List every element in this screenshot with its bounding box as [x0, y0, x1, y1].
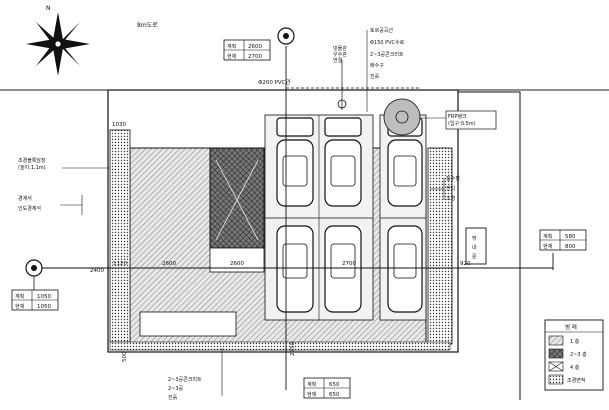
legend-label: 1 층: [570, 338, 580, 345]
svg-text:조경: 조경: [446, 195, 455, 202]
svg-text:조경블록담장 (높이:1.1m): 조경블록담장 (높이:1.1m): [18, 157, 47, 171]
top-right-notes: 토르공곡선 Φ150 PVC수로 2~3공콘크리트 배수구 진흙: [366, 27, 405, 112]
right-notes: 집수정 잔디 조경: [430, 175, 460, 202]
right-height-table: 계획 580 현재 800: [539, 229, 587, 251]
road-label: 8m도로: [137, 22, 158, 29]
car-icon: [276, 117, 314, 207]
svg-text:2~3공콘크리트: 2~3공콘크리트: [168, 376, 202, 383]
svg-text:계획: 계획: [15, 293, 24, 300]
car-icon: [324, 117, 362, 207]
svg-text:2~3공콘크리트: 2~3공콘크리트: [370, 51, 404, 58]
svg-text:현재: 현재: [15, 303, 25, 310]
svg-text:토르공곡선: 토르공곡선: [370, 27, 393, 34]
svg-text:2700: 2700: [248, 54, 262, 60]
dim-left-span: 1120: [113, 261, 127, 267]
svg-text:650: 650: [329, 392, 340, 398]
entrance-area: [139, 311, 237, 337]
bottom-height-table: 계획 650 현재 650: [303, 377, 351, 399]
left-notes: 조경블록담장 (높이:1.1m) 경계석 인도경계석: [18, 157, 110, 215]
svg-text:2600: 2600: [248, 44, 262, 50]
svg-text:Φ150 PVC수로: Φ150 PVC수로: [370, 40, 405, 46]
landscape-strip-bottom: [109, 341, 451, 351]
car-icon: [387, 225, 423, 313]
dim-right-span: 920: [460, 261, 471, 267]
legend: 범 례 1 층 2~3 층 4 층 조경면적: [544, 319, 604, 391]
adjacent-building-label: [465, 227, 487, 265]
svg-text:650: 650: [329, 382, 340, 388]
dim-right-mid: 2700: [342, 261, 356, 267]
dim-left-top: 1030: [112, 122, 126, 128]
legend-swatch-hatch: [548, 335, 564, 346]
svg-text:배수구: 배수구: [370, 62, 384, 69]
svg-text:2~3공: 2~3공: [168, 386, 184, 392]
legend-label: 2~3 층: [570, 351, 587, 358]
svg-text:진흙: 진흙: [370, 73, 380, 80]
svg-text:계획: 계획: [307, 381, 316, 388]
legend-label: 4 층: [570, 364, 580, 371]
svg-text:밖 내 문: 밖 내 문: [472, 235, 478, 260]
car-icon: [324, 225, 362, 313]
svg-text:현재: 현재: [307, 391, 317, 398]
svg-text:집수정: 집수정: [446, 175, 460, 182]
tree-icon: [383, 98, 421, 136]
dim-bottom-mid: 2750: [290, 342, 296, 356]
tree-note: FRP탱크 (입구:0.5m): [448, 113, 476, 127]
svg-text:580: 580: [565, 234, 576, 240]
svg-text:진흙: 진흙: [168, 394, 178, 401]
svg-text:1050: 1050: [37, 304, 51, 310]
dim-mid-left: 2600: [162, 261, 176, 267]
svg-text:현재: 현재: [543, 243, 553, 250]
svg-text:현재: 현재: [227, 53, 237, 60]
svg-text:잔디: 잔디: [446, 185, 455, 192]
legend-swatch-dots: [548, 374, 564, 385]
north-label: N: [46, 5, 51, 12]
dim-center: 2600: [230, 261, 244, 267]
car-icon: [276, 225, 314, 313]
left-height-table: 계획 1050 현재 1050: [11, 289, 59, 311]
svg-text:경계석 인도경계석: 경계석 인도경계석: [18, 195, 41, 212]
dim-bottom-left: 500: [122, 351, 128, 362]
stair-core: [209, 147, 265, 249]
north-arrow-icon: [26, 12, 90, 76]
svg-text:800: 800: [565, 244, 576, 250]
svg-text:1050: 1050: [37, 294, 51, 300]
legend-label: 조경면적: [567, 377, 585, 384]
top-height-table: 계획 2600 현재 2700: [223, 39, 271, 61]
site-boundary: [107, 89, 459, 353]
legend-swatch-crosshatch: [548, 348, 564, 359]
svg-text:계획: 계획: [543, 233, 552, 240]
legend-title: 범 례: [565, 323, 577, 331]
dim-left-side: 2400: [90, 268, 104, 274]
drain-icon: [337, 99, 347, 109]
landscape-strip-right: [427, 147, 453, 345]
svg-text:계획: 계획: [227, 43, 236, 50]
bottom-notes: 2~3공콘크리트 2~3공 진흙: [168, 348, 223, 401]
drain-note: 빗물관 우수관 연결: [333, 45, 348, 64]
tank-icon: [395, 110, 409, 124]
pipe-label: Φ200 PVC관: [258, 78, 291, 86]
adjacent-lot-boundary: [458, 91, 521, 400]
landscape-strip-left: [109, 129, 131, 343]
